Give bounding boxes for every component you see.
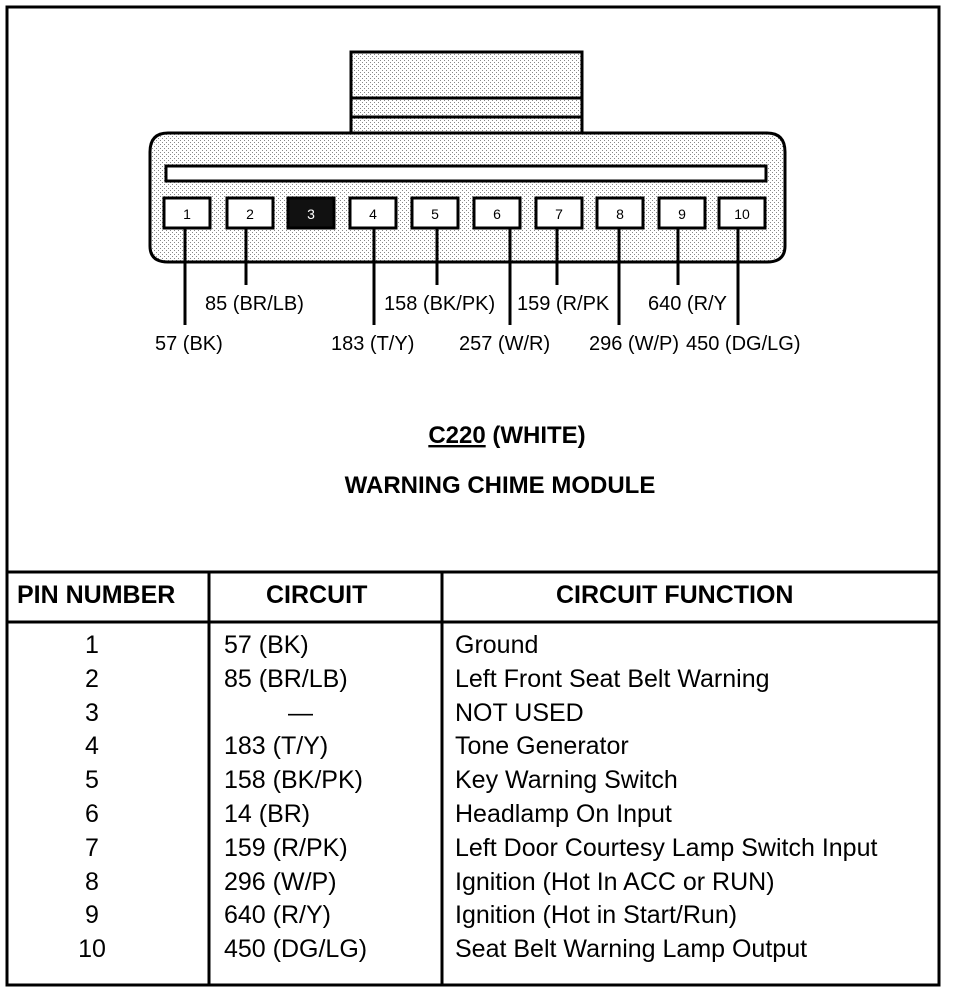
wire-label-640: 640 (R/Y bbox=[648, 293, 727, 315]
pin-6-number: 6 bbox=[493, 206, 501, 222]
wire-label-296: 296 (W/P) bbox=[589, 333, 679, 355]
pin-10: 10 bbox=[717, 196, 767, 230]
pin-2-number: 2 bbox=[246, 206, 254, 222]
pin-4-number: 4 bbox=[369, 206, 377, 222]
connector-title: C220 (WHITE) bbox=[428, 422, 585, 449]
circuit-cell: 640 (R/Y) bbox=[224, 901, 331, 930]
pin-5-number: 5 bbox=[431, 206, 439, 222]
pin-1-number: 1 bbox=[183, 206, 191, 222]
connector-tab bbox=[349, 50, 584, 144]
circuit-cell: 450 (DG/LG) bbox=[224, 935, 368, 964]
pin-10-number: 10 bbox=[734, 206, 750, 222]
pin-3: 3 bbox=[286, 196, 336, 230]
circuit-cell: 14 (BR) bbox=[224, 800, 311, 828]
circuit-cell: 85 (BR/LB) bbox=[224, 664, 348, 693]
pin-cell: 1 bbox=[85, 631, 99, 659]
pin-7: 7 bbox=[534, 196, 584, 230]
function-cell: Headlamp On Input bbox=[455, 800, 672, 828]
pin-3-number: 3 bbox=[307, 206, 315, 222]
function-cell: Left Front Seat Belt Warning bbox=[455, 664, 770, 693]
pin-cell: 2 bbox=[85, 664, 99, 693]
function-cell: Ground bbox=[455, 631, 539, 659]
module-title: WARNING CHIME MODULE bbox=[345, 472, 656, 499]
circuit-cell: 57 (BK) bbox=[224, 631, 309, 659]
pin-6: 6 bbox=[472, 196, 522, 230]
pin-cell: 9 bbox=[85, 901, 99, 930]
function-cell: Seat Belt Warning Lamp Output bbox=[455, 935, 808, 964]
connector-id: C220 bbox=[428, 422, 485, 449]
function-cell: Tone Generator bbox=[455, 732, 629, 761]
function-cell: NOT USED bbox=[455, 698, 584, 727]
connector-color: (WHITE) bbox=[492, 422, 585, 449]
function-cell: Left Door Courtesy Lamp Switch Input bbox=[455, 833, 878, 862]
wire-label-158: 158 (BK/PK) bbox=[384, 293, 495, 315]
pin-8: 8 bbox=[595, 196, 645, 230]
circuit-cell: 183 (T/Y) bbox=[224, 732, 329, 761]
wire-label-85: 85 (BR/LB) bbox=[205, 293, 304, 315]
pin-cell: 6 bbox=[85, 800, 99, 828]
wire-label-450: 450 (DG/LG) bbox=[686, 333, 800, 355]
wire-label-257: 257 (W/R) bbox=[459, 333, 550, 355]
pin-cell: 7 bbox=[85, 833, 99, 862]
pin-7-number: 7 bbox=[555, 206, 563, 222]
pin-2: 2 bbox=[225, 196, 275, 230]
function-cell: Ignition (Hot in Start/Run) bbox=[455, 901, 738, 930]
header-circuit-function: CIRCUIT FUNCTION bbox=[556, 581, 794, 609]
outer-frame bbox=[5, 5, 941, 987]
pin-4: 4 bbox=[348, 196, 398, 230]
pin-9: 9 bbox=[657, 196, 707, 230]
circuit-cell: — bbox=[288, 698, 313, 727]
pin-5: 5 bbox=[410, 196, 460, 230]
pin-cell: 5 bbox=[85, 766, 99, 795]
header-pin-number: PIN NUMBER bbox=[17, 581, 176, 609]
circuit-cell: 158 (BK/PK) bbox=[224, 766, 363, 795]
pin-9-number: 9 bbox=[678, 206, 686, 222]
pin-cell: 8 bbox=[85, 867, 99, 896]
pin-cell: 3 bbox=[85, 698, 99, 727]
pin-8-number: 8 bbox=[616, 206, 624, 222]
wire-label-159: 159 (R/PK bbox=[517, 293, 610, 315]
pin-1: 1 bbox=[162, 196, 212, 230]
pin-cell: 10 bbox=[78, 935, 106, 964]
function-cell: Key Warning Switch bbox=[455, 766, 678, 795]
header-circuit: CIRCUIT bbox=[266, 581, 368, 609]
circuit-cell: 159 (R/PK) bbox=[224, 833, 348, 862]
wire-label-183: 183 (T/Y) bbox=[331, 333, 414, 355]
wire-label-57: 57 (BK) bbox=[155, 333, 223, 355]
pin-cell: 4 bbox=[85, 732, 99, 761]
circuit-cell: 296 (W/P) bbox=[224, 867, 337, 896]
function-cell: Ignition (Hot In ACC or RUN) bbox=[455, 867, 775, 896]
connector-slot bbox=[164, 164, 768, 183]
